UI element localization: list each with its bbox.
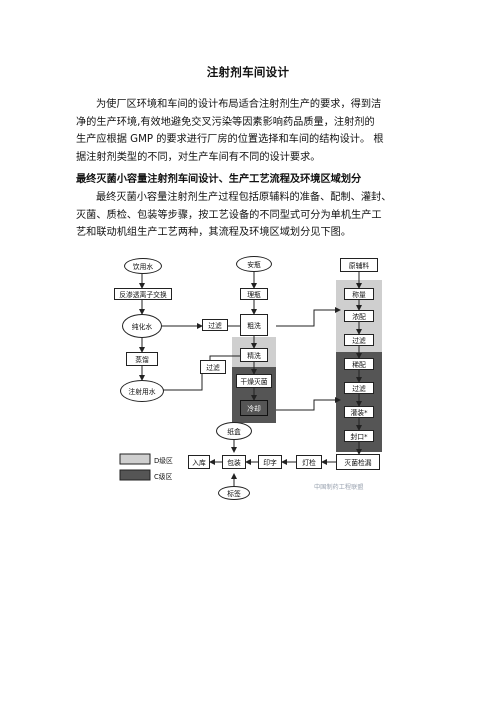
legend-d-zone-swatch [119,453,151,465]
section-heading: 最终灭菌小容量注射剂车间设计、生产工艺流程及环境区域划分 [76,174,362,185]
node-fine-wash: 精洗 [240,348,268,362]
paragraph-line: 灭菌、质检、包装等步骤，按工艺设备的不同型式可分为单机生产工 [76,209,382,221]
node-distill: 蒸馏 [126,352,158,366]
node-carton: 纸盒 [216,422,252,440]
process-paragraph: 最终灭菌小容量注射剂生产过程包括原辅料的准备、配制、灌封、 灭菌、质检、包装等步… [76,189,422,242]
watermark-text: 中国制药工程联盟 [314,484,364,491]
node-cool: 冷却 [240,400,268,416]
node-seal: 封口* [344,430,374,442]
flow-arrow [276,397,341,411]
page-title: 注射剂车间设计 [206,65,290,79]
node-ro-ion-exchange: 反渗透离子交换 [114,288,172,300]
node-purified-water: 纯化水 [122,314,162,338]
node-light-inspect: 灯检 [296,455,322,469]
node-sort-bottle: 理瓶 [240,288,268,300]
node-concentrate: 浓配 [344,310,374,322]
flow-arrow [276,307,341,327]
legend-c-zone-swatch [119,469,151,481]
node-sterilize-leak-test: 灭菌检漏 [336,454,380,470]
node-print: 印字 [258,455,282,469]
process-flowchart: 饮用水 反渗透离子交换 纯化水 过滤 蒸馏 过滤 注射用水 安瓶 理瓶 粗洗 精… [100,250,398,500]
node-weigh: 称量 [344,288,374,300]
paragraph-line: 艺和联动机组生产工艺两种，其流程及环境区域划分见下图。 [76,227,352,238]
paragraph-line: 生产应根据 GMP 的要求进行厂房的位置选择和车间的结构设计。 根 [76,134,384,145]
node-packing: 包装 [222,455,246,469]
paragraph-line: 据注射剂类型的不同，对生产车间有不同的设计要求。 [76,151,321,163]
node-filter: 过滤 [200,360,226,374]
intro-paragraph: 为使厂区环境和车间的设计布局适合注射剂生产的要求，得到洁 净的生产环境,有效地避… [76,96,422,166]
node-filter: 过滤 [202,319,228,331]
node-fill: 灌装* [344,406,374,418]
node-rough-wash: 粗洗 [240,314,268,336]
node-dilute: 稀配 [344,358,374,370]
legend-d-zone-label: D级区 [154,457,173,465]
node-dry-sterilize: 干燥灭菌 [236,374,272,388]
flow-arrow [209,353,247,360]
node-water-for-injection: 注射用水 [120,380,164,402]
paragraph-line: 净的生产环境,有效地避免交叉污染等因素影响药品质量，注射剂的 [76,116,375,128]
node-label: 标签 [218,486,250,500]
node-storage: 入库 [188,455,210,469]
node-filter: 过滤 [344,334,374,346]
paragraph-line: 最终灭菌小容量注射剂生产过程包括原辅料的准备、配制、灌封、 [96,192,392,203]
node-drinking-water: 饮用水 [124,258,162,274]
paragraph-line: 为使厂区环境和车间的设计布局适合注射剂生产的要求，得到洁 [96,99,382,110]
legend-c-zone-label: C级区 [154,473,173,481]
node-raw-material: 原辅料 [340,258,378,272]
node-ampoule: 安瓶 [236,256,272,272]
node-filter: 过滤 [344,382,374,394]
